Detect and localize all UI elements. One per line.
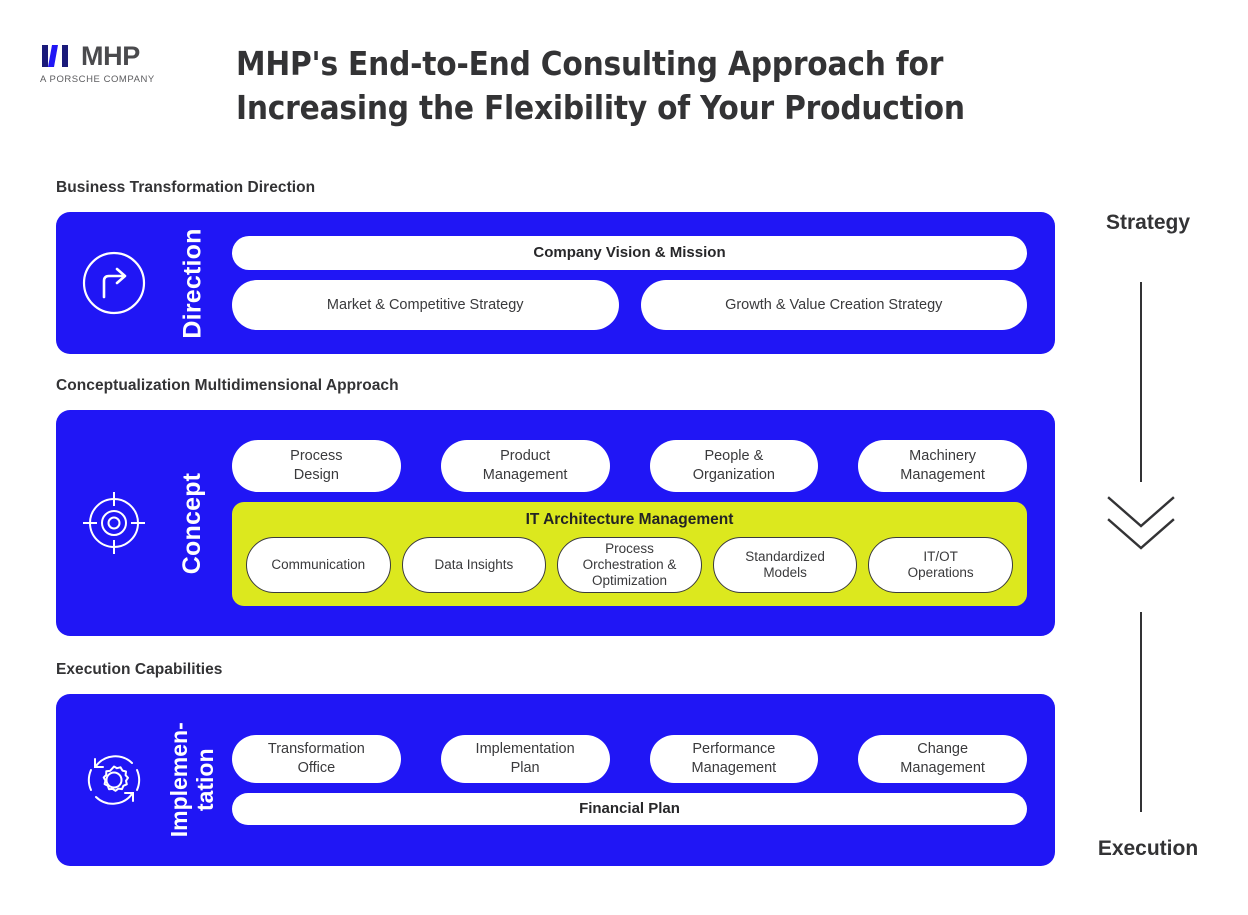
band-label-concept-text: Concept (178, 472, 207, 574)
band-label-implementation-text: Implemen-tation (166, 722, 218, 838)
mhp-logo: MHP A PORSCHE COMPANY (40, 42, 220, 85)
logo-wordmark: MHP (81, 40, 140, 71)
section-caption-direction: Business Transformation Direction (56, 179, 316, 196)
pill-data-insights[interactable]: Data Insights (401, 537, 547, 593)
section-caption-concept: Conceptualization Multidimensional Appro… (56, 377, 399, 394)
target-crosshair-icon (83, 492, 145, 554)
axis-line-upper (1140, 282, 1142, 482)
pill-market-competitive-strategy[interactable]: Market & Competitive Strategy (232, 280, 619, 330)
turn-right-arrow-circle-icon (82, 251, 146, 315)
strategy-execution-axis: Strategy Execution (1068, 200, 1228, 880)
pill-row: Financial Plan (232, 793, 1027, 825)
logo-tagline: A PORSCHE COMPANY (40, 74, 155, 85)
axis-line-lower (1140, 612, 1142, 812)
pill-growth-value-creation-strategy[interactable]: Growth & Value Creation Strategy (640, 280, 1027, 330)
band-label-concept: Concept (164, 410, 222, 636)
pill-row: Company Vision & Mission (232, 236, 1027, 270)
section-caption-execution: Execution Capabilities (56, 661, 223, 678)
pill-company-vision-mission[interactable]: Company Vision & Mission (232, 236, 1027, 270)
axis-label-execution: Execution (1097, 837, 1199, 860)
mhp-bars-icon (42, 45, 68, 67)
band-label-direction-text: Direction (178, 227, 207, 339)
band-content-direction: Company Vision & Mission Market & Compet… (232, 212, 1027, 354)
panel-it-architecture-management: IT Architecture Management Communication… (232, 502, 1027, 606)
double-chevron-down-icon (1107, 496, 1175, 550)
page-title: MHP's End-to-End Consulting Approach for… (236, 44, 965, 127)
pill-row: Market & Competitive Strategy Growth & V… (232, 280, 1027, 330)
band-label-direction: Direction (164, 212, 222, 354)
pill-financial-plan[interactable]: Financial Plan (232, 793, 1027, 825)
band-direction: Direction Company Vision & Mission Marke… (56, 212, 1055, 354)
gear-cycle-icon (87, 755, 141, 805)
band-label-implementation: Implemen-tation (164, 694, 222, 866)
pill-people-organization[interactable]: People &Organization (649, 440, 819, 492)
pill-communication[interactable]: Communication (246, 537, 391, 593)
panel-title: IT Architecture Management (525, 511, 734, 528)
axis-label-strategy: Strategy (1105, 211, 1191, 234)
